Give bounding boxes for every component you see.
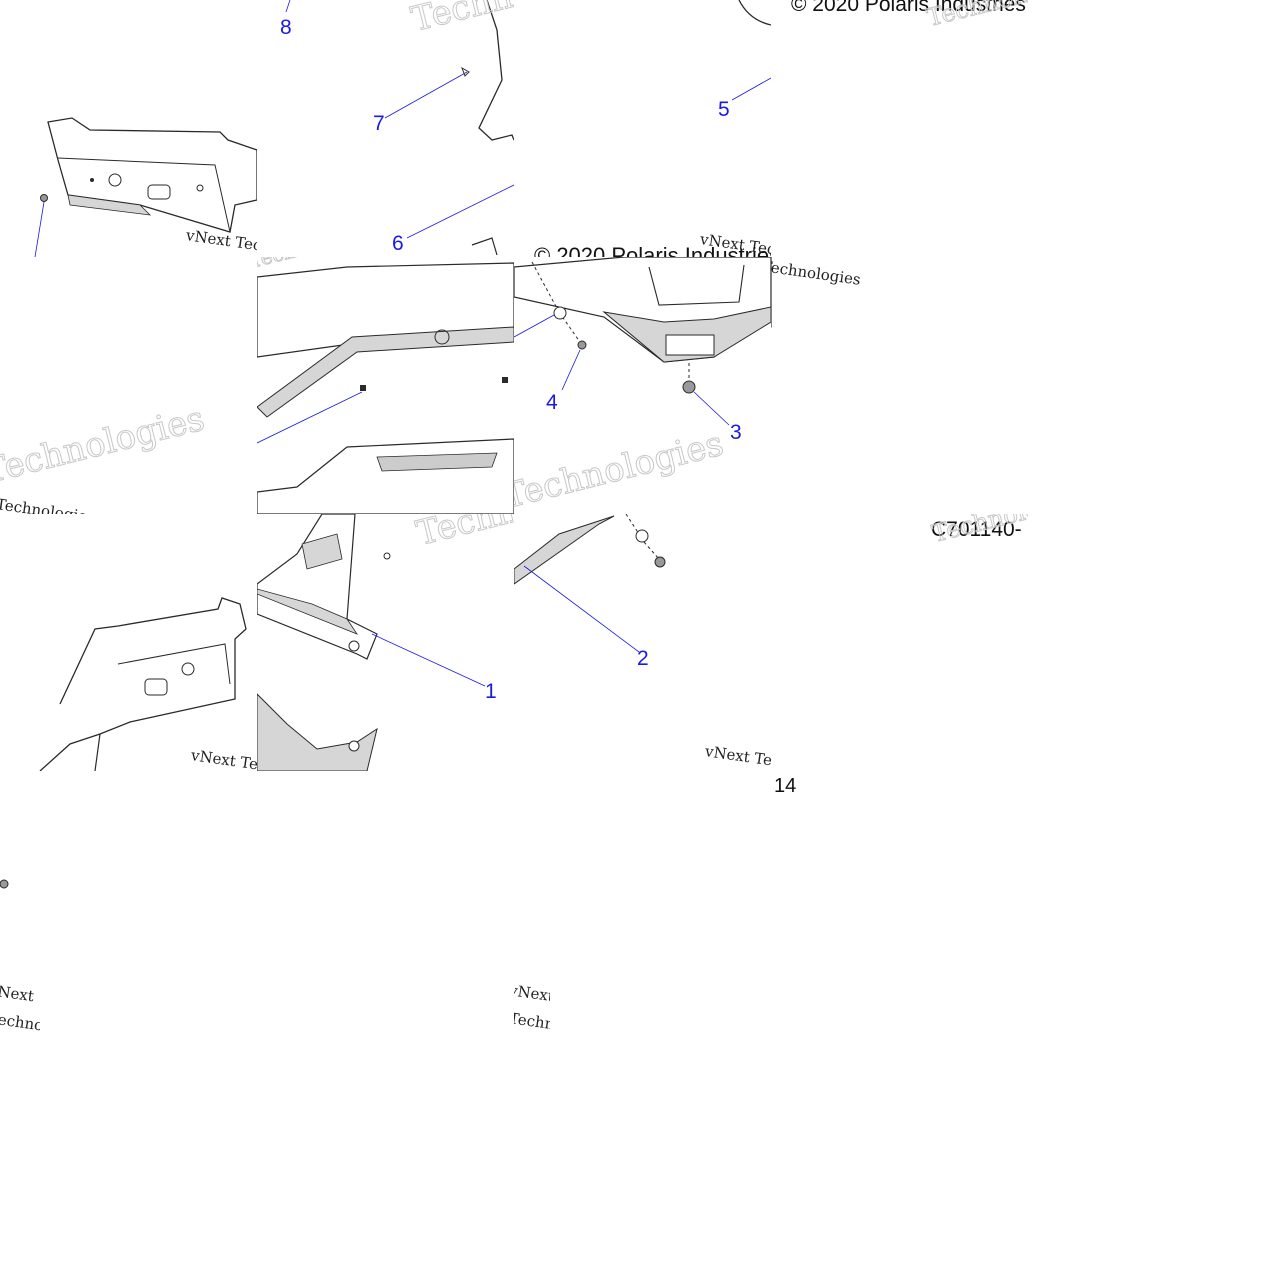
- figure-code: C701140-: [931, 518, 1022, 541]
- diagram-tile-r2c2: Technologies: [257, 257, 514, 514]
- diagram-tile-r1c3: 5 vNext Technologies © 2020 Polaris Indu…: [514, 0, 771, 257]
- bracket-left-drawing: [34, 117, 257, 257]
- diagram-tile-r2c4: Technologies: [771, 257, 1028, 514]
- fender-edge-drawing: [731, 0, 771, 101]
- diagram-tile-r3c2: 1 Technologies: [257, 514, 514, 771]
- callout-8: 8: [280, 16, 292, 39]
- watermark: Technologies: [514, 1009, 550, 1031]
- callout-1: 1: [485, 680, 497, 703]
- callout-7: 7: [373, 112, 385, 135]
- callout-2: 2: [637, 647, 649, 670]
- skid-plate-drawing: [514, 257, 771, 426]
- callout-3: 3: [730, 421, 742, 444]
- diagram-tile-r3c1: vNext Technologies: [0, 514, 257, 771]
- skid-guard-drawing: [514, 514, 666, 653]
- bracket-right-drawing: [39, 597, 247, 771]
- diagram-tile-r3c3: 2 vNext Technologies: [514, 514, 771, 771]
- diagram-tile-r1c4: © 2020 Polaris Industries Technologies: [771, 0, 1028, 257]
- watermark: Technologies: [0, 398, 209, 492]
- copyright-text: © 2020 Polaris Industries: [534, 243, 771, 258]
- watermark: vNext: [514, 981, 550, 1006]
- fastener-fragment: [0, 879, 9, 889]
- diagram-tile-r2c3: 4 3 Technologies: [514, 257, 771, 514]
- copyright-text: © 2020 Polaris Industries: [791, 0, 1026, 16]
- watermark: Technologies: [0, 495, 96, 514]
- callout-5: 5: [718, 98, 730, 121]
- frame-upper-drawing: [285, 0, 514, 256]
- diagram-tile-r4c1: vNext Technologies: [0, 771, 40, 1031]
- page-number: 14: [774, 775, 797, 797]
- diagram-tile-r1c1: vNext Technologies: [0, 0, 257, 257]
- bumper-edge-drawing: [771, 257, 772, 328]
- front-bracket-drawing: [257, 514, 486, 771]
- callout-6: 6: [392, 232, 404, 255]
- diagram-tile-r1c2: 8 7 6 Technologies: [257, 0, 514, 257]
- front-bumper-drawing: [257, 262, 514, 514]
- diagram-tile-r4c3: vNext Technologies: [514, 771, 550, 1031]
- diagram-tile-r3c4: C701140- Technologies: [771, 514, 1028, 771]
- callout-4: 4: [546, 391, 558, 414]
- diagram-tile-r2c1: Technologies Technologies: [0, 257, 257, 514]
